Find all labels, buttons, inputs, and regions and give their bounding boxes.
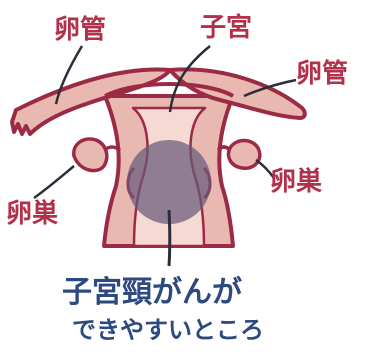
ovary-left (74, 139, 107, 171)
ovarian-ligament-right (218, 147, 230, 150)
label-uterus: 子宮 (200, 12, 252, 43)
pointer-ovary-left (34, 166, 74, 198)
label-cervix-line2: できやすいところ (72, 316, 264, 344)
ovary-right (229, 141, 260, 169)
label-cervix-line1: 子宮頸がんが (62, 275, 242, 310)
label-tube-left: 卵管 (54, 15, 106, 45)
label-ovary-right: 卵巣 (270, 166, 322, 197)
ovarian-ligament-left (104, 147, 120, 150)
label-tube-right: 卵管 (296, 59, 348, 89)
pointer-cervix (169, 210, 170, 266)
label-ovary-left: 卵巣 (6, 198, 58, 229)
